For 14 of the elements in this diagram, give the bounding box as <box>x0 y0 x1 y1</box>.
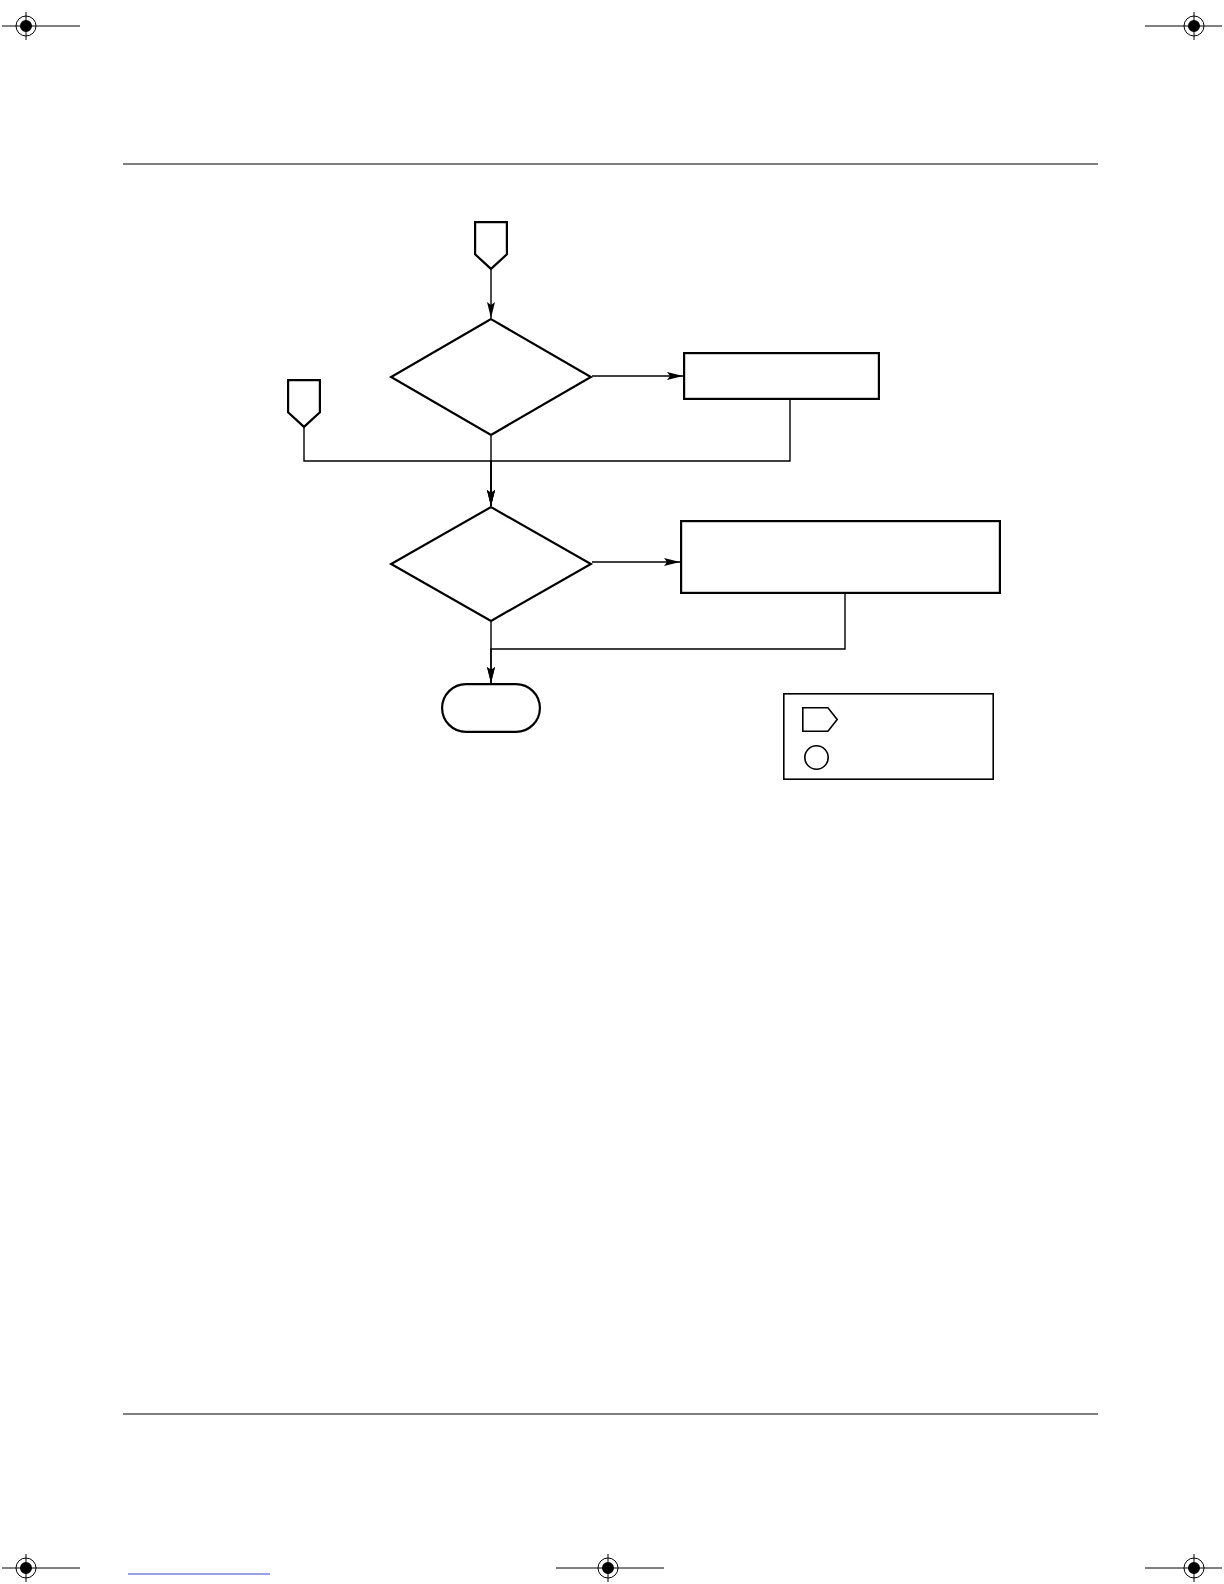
decision-diamond <box>390 506 592 622</box>
arrow <box>487 399 791 507</box>
process-box <box>683 352 880 400</box>
connector-symbol <box>804 745 829 770</box>
decision-diamond <box>390 318 592 436</box>
offpage-connector <box>474 221 508 270</box>
terminator <box>441 683 541 733</box>
process-box <box>680 520 1001 594</box>
legend-box <box>783 693 994 780</box>
arrow <box>487 593 846 684</box>
arrow <box>591 372 684 380</box>
arrow <box>487 269 495 319</box>
offpage-connector <box>287 379 321 428</box>
arrow <box>591 558 681 566</box>
